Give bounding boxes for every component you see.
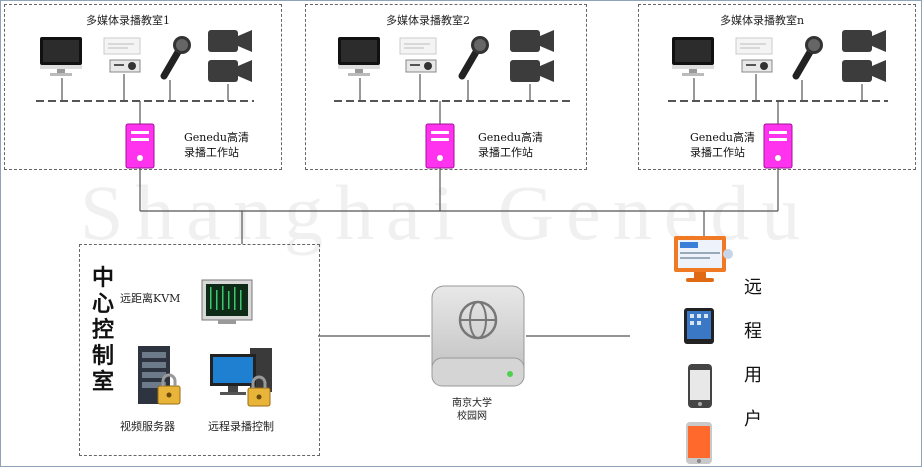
workstation-label-2: Genedu高清 录播工作站	[478, 130, 543, 160]
monitor-icon	[672, 37, 714, 76]
workstation-label-line2: 录播工作站	[478, 146, 533, 159]
workstation-server-icon	[425, 123, 455, 169]
video-server-label: 视频服务器	[120, 420, 175, 433]
smartphone-icon	[688, 364, 712, 408]
monitor-icon	[40, 37, 82, 76]
projector-icon	[103, 37, 141, 73]
network-server-icon	[431, 285, 525, 387]
microphone-icon	[792, 36, 823, 80]
classroom-box-1	[4, 4, 282, 170]
workstation-label-line1: Genedu高清	[184, 131, 250, 144]
video-camera-icon	[510, 30, 554, 82]
remote-users-label: 远程用户	[744, 277, 762, 430]
center-control-room-box	[79, 244, 320, 456]
workstation-label-line2: 录播工作站	[184, 146, 239, 159]
classroom-title-1: 多媒体录播教室1	[86, 14, 170, 27]
workstation-label-line1: Genedu高清	[478, 131, 544, 144]
classroom-box-2	[305, 4, 587, 170]
microphone-icon	[160, 36, 191, 80]
classroom-title-n: 多媒体录播教室n	[720, 14, 805, 27]
tablet-icon	[684, 308, 714, 344]
desktop-monitor-icon	[674, 236, 733, 282]
campus-network-line1: 南京大学	[452, 398, 492, 409]
workstation-server-icon	[125, 123, 155, 169]
projector-icon	[399, 37, 437, 73]
classroom-box-n	[638, 4, 916, 170]
remote-control-label: 远程录播控制	[208, 420, 274, 433]
workstation-label-1: Genedu高清 录播工作站	[184, 130, 249, 160]
video-camera-icon	[208, 30, 252, 82]
remote-control-pc-icon	[210, 348, 272, 407]
projector-icon	[735, 37, 773, 73]
workstation-label-line2: 录播工作站	[690, 146, 745, 159]
campus-network-label: 南京大学 校园网	[440, 397, 504, 423]
video-server-icon	[138, 346, 181, 405]
workstation-label-n: Genedu高清 录播工作站	[690, 130, 755, 160]
kvm-monitor-icon	[201, 279, 253, 324]
campus-network-line2: 校园网	[457, 411, 487, 422]
workstation-label-line1: Genedu高清	[690, 131, 756, 144]
kvm-label: 远距离KVM	[120, 292, 181, 305]
center-control-room-title: 中心控制室	[92, 266, 115, 395]
workstation-server-icon	[763, 123, 793, 169]
mobile-phone-icon	[686, 422, 712, 464]
monitor-icon	[338, 37, 380, 76]
video-camera-icon	[842, 30, 886, 82]
microphone-icon	[458, 36, 489, 80]
classroom-title-2: 多媒体录播教室2	[386, 14, 470, 27]
